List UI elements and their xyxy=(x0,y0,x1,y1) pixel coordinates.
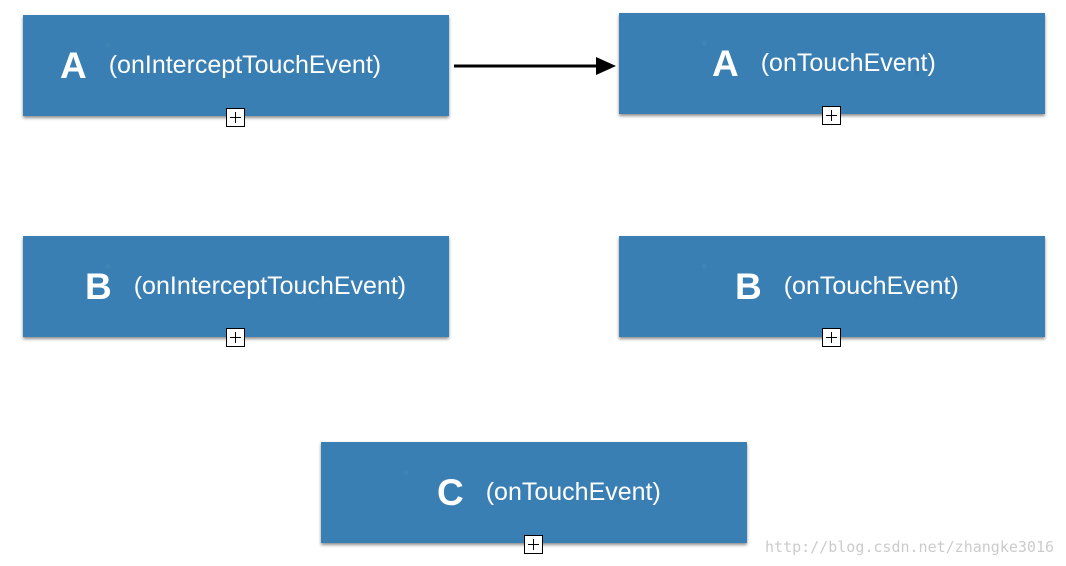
node-letter: A xyxy=(60,44,87,86)
node-method: (onInterceptTouchEvent) xyxy=(108,51,382,79)
node-a-intercept: A (onInterceptTouchEvent) xyxy=(23,15,449,116)
node-a-touch: A (onTouchEvent) xyxy=(619,13,1045,114)
expand-icon[interactable] xyxy=(822,106,841,125)
node-c-touch-label: C (onTouchEvent) xyxy=(437,442,661,543)
node-c-touch: C (onTouchEvent) xyxy=(321,442,747,543)
node-a-touch-label: A (onTouchEvent) xyxy=(712,13,936,114)
expand-icon[interactable] xyxy=(226,108,245,127)
arrow-right-icon xyxy=(454,57,616,75)
expand-icon[interactable] xyxy=(226,328,245,347)
node-method: (onTouchEvent) xyxy=(783,272,959,300)
node-letter: B xyxy=(735,265,762,307)
expand-icon[interactable] xyxy=(524,535,543,554)
node-method: (onInterceptTouchEvent) xyxy=(133,272,407,300)
node-b-intercept-label: B (onInterceptTouchEvent) xyxy=(85,236,406,337)
node-b-intercept: B (onInterceptTouchEvent) xyxy=(23,236,449,337)
node-letter: B xyxy=(85,265,112,307)
expand-icon[interactable] xyxy=(822,328,841,347)
node-letter: A xyxy=(712,42,739,84)
node-letter: C xyxy=(437,471,464,513)
node-b-touch: B (onTouchEvent) xyxy=(619,236,1045,337)
node-a-intercept-label: A (onInterceptTouchEvent) xyxy=(60,15,381,116)
node-b-touch-label: B (onTouchEvent) xyxy=(735,236,959,337)
node-method: (onTouchEvent) xyxy=(760,49,936,77)
watermark-text: http://blog.csdn.net/zhangke3016 xyxy=(765,538,1054,556)
node-method: (onTouchEvent) xyxy=(485,478,661,506)
